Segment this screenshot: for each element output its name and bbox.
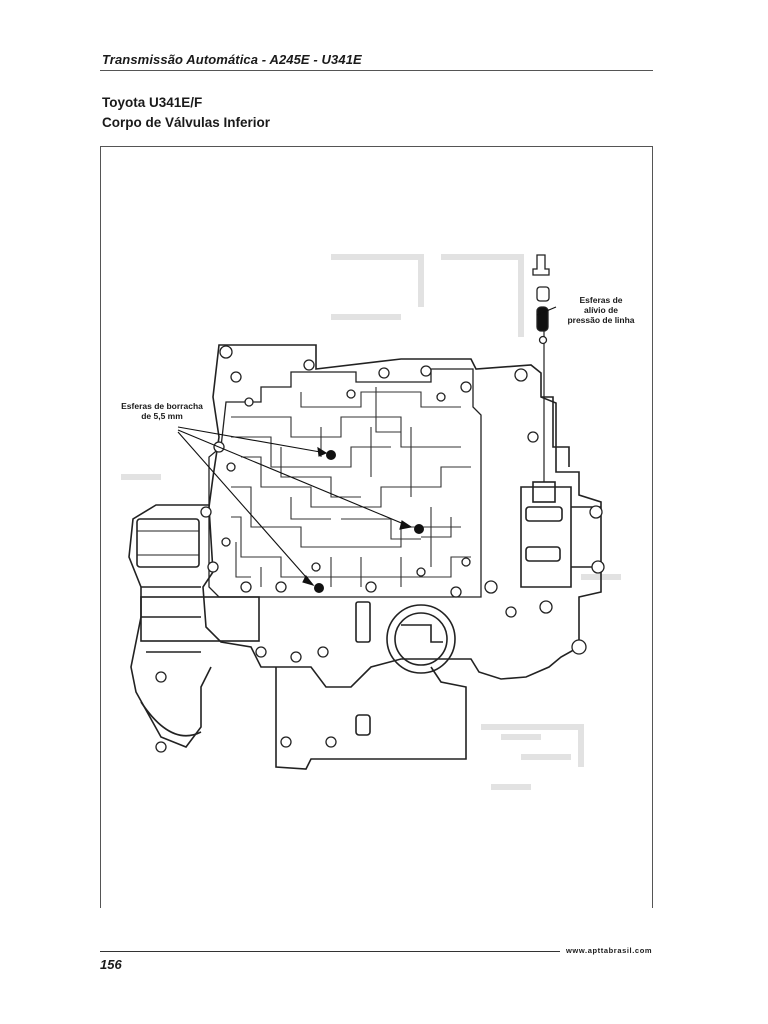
- callout-relief-balls-line2: alívio de: [583, 305, 618, 315]
- callout-rubber-balls-line2: de 5,5 mm: [141, 411, 183, 421]
- callout-relief-balls-line1: Esferas de: [579, 295, 623, 305]
- heading-subject: Corpo de Válvulas Inferior: [102, 115, 271, 130]
- footer-website: www.apttabrasil.com: [566, 946, 653, 955]
- solenoid-port: [355, 601, 456, 736]
- passage-channels: [231, 387, 471, 587]
- running-header-title: Transmissão Automática - A245E - U341E: [102, 52, 362, 67]
- background-ghost: [121, 254, 621, 790]
- heading-model: Toyota U341E/F: [102, 95, 203, 110]
- bolt-holes: [155, 345, 605, 753]
- callout-arrows: [177, 306, 557, 587]
- page-number: 156: [100, 957, 122, 972]
- header-divider: [100, 70, 653, 71]
- section-heading: Toyota U341E/F Corpo de Válvulas Inferio…: [102, 93, 270, 133]
- footer-divider: [100, 951, 560, 952]
- relief-valve-exploded: [532, 254, 550, 345]
- rubber-check-balls: [314, 450, 424, 593]
- callout-relief-balls-line3: pressão de linha: [567, 315, 635, 325]
- valve-body-figure: Esferas de borracha de 5,5 mm Esferas de…: [100, 146, 653, 908]
- valve-body-outline: [128, 312, 602, 770]
- valve-body-drawing: [121, 254, 621, 790]
- callout-rubber-balls-line1: Esferas de borracha: [121, 401, 203, 411]
- callout-rubber-balls: Esferas de borracha de 5,5 mm: [103, 401, 221, 421]
- callout-relief-balls: Esferas de alívio de pressão de linha: [561, 295, 641, 325]
